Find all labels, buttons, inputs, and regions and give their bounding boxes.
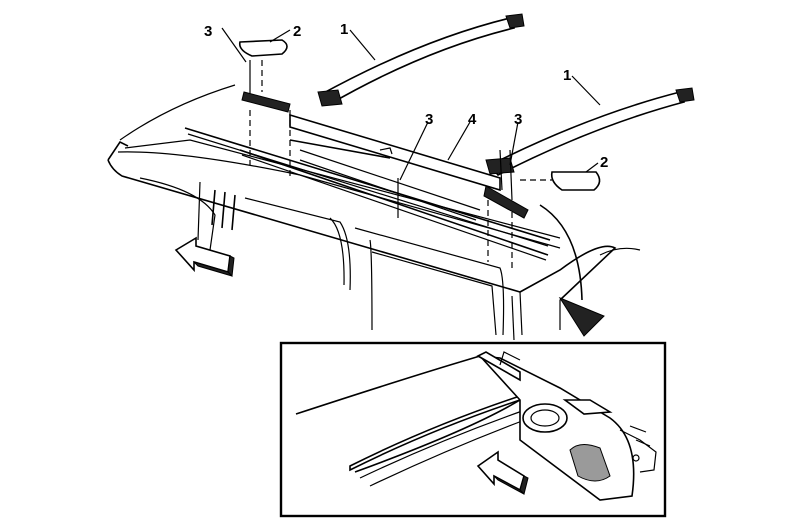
leader-lines bbox=[221, 27, 601, 181]
end-cover-front bbox=[238, 39, 288, 57]
detail-pointer-arrow-icon bbox=[539, 204, 605, 337]
callout-rail-rear: 1 bbox=[563, 67, 571, 84]
fastener-front bbox=[241, 60, 291, 178]
callout-fastener-rear: 3 bbox=[514, 111, 522, 128]
callout-roof-strip: 4 bbox=[468, 111, 477, 128]
callout-cover-rear: 2 bbox=[600, 154, 608, 171]
vehicle-roof bbox=[107, 84, 641, 341]
fastener-rear bbox=[483, 149, 552, 272]
roof-rail-front bbox=[317, 13, 525, 107]
end-cover-rear bbox=[550, 171, 601, 191]
roof-rail-rear bbox=[485, 87, 695, 177]
callout-rail-front: 1 bbox=[340, 21, 348, 38]
callout-cover-front: 2 bbox=[293, 23, 301, 40]
callout-fastener-front: 3 bbox=[204, 23, 212, 40]
forward-arrow-icon bbox=[174, 236, 235, 278]
callout-fastener-mid: 3 bbox=[425, 111, 433, 128]
callout-labels: 3 2 1 1 2 3 4 3 bbox=[204, 21, 608, 171]
detail-inset bbox=[279, 341, 667, 518]
